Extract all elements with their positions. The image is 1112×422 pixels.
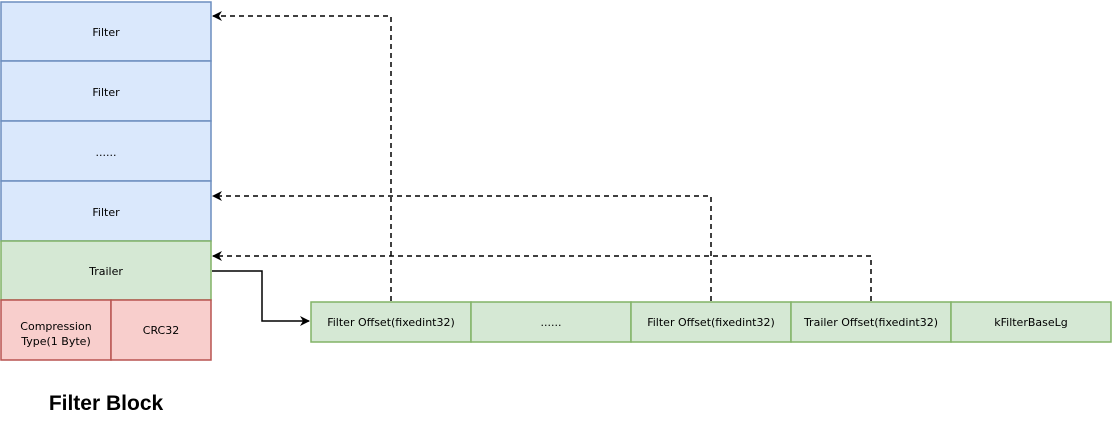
compression-type-label-line1: Compression — [20, 320, 91, 333]
crc32-box: CRC32 — [110, 299, 212, 361]
trailer-field-ellipsis-label: ...... — [541, 316, 562, 329]
trailer-field-ellipsis: ...... — [470, 301, 632, 343]
trailer-field-trailer-offset-label: Trailer Offset(fixedint32) — [803, 316, 938, 329]
filter-box-ellipsis-label: ...... — [96, 146, 117, 159]
trailer-field-base-lg-label: kFilterBaseLg — [994, 316, 1068, 329]
trailer-field-filter-offset-1-label: Filter Offset(fixedint32) — [327, 316, 455, 329]
crc32-label: CRC32 — [143, 324, 179, 337]
trailer-offset-pointer-arrow — [212, 251, 872, 301]
trailer-field-filter-offset-1: Filter Offset(fixedint32) — [310, 301, 472, 343]
filter-box-1-label: Filter — [92, 26, 120, 39]
filter-box-3: Filter — [0, 180, 212, 242]
trailer-field-filter-offset-2: Filter Offset(fixedint32) — [630, 301, 792, 343]
compression-type-label-line2: Type(1 Byte) — [20, 335, 90, 348]
trailer-field-filter-offset-2-label: Filter Offset(fixedint32) — [647, 316, 775, 329]
trailer-field-trailer-offset: Trailer Offset(fixedint32) — [790, 301, 952, 343]
filter-box-3-label: Filter — [92, 206, 120, 219]
filter-box-2: Filter — [0, 60, 212, 122]
filter-offset-2-pointer-arrow — [212, 191, 712, 301]
trailer-field-base-lg: kFilterBaseLg — [950, 301, 1112, 343]
trailer-box: Trailer — [0, 240, 212, 301]
filter-offset-1-pointer-arrow — [212, 11, 392, 301]
trailer-box-label: Trailer — [88, 265, 123, 278]
filter-box-2-label: Filter — [92, 86, 120, 99]
trailer-to-fields-arrow — [212, 270, 310, 326]
compression-type-box: Compression Type(1 Byte) — [0, 299, 112, 361]
filter-box-ellipsis: ...... — [0, 120, 212, 182]
filter-box-1: Filter — [0, 1, 212, 62]
diagram-title: Filter Block — [49, 392, 164, 415]
